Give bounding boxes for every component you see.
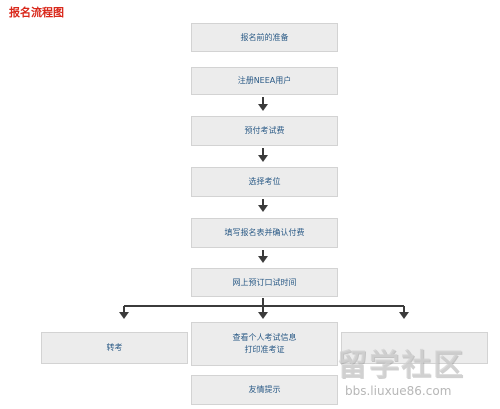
branch-label-line2: 打印准考证: [244, 345, 285, 354]
branch-transfer-exam: 转考: [41, 332, 188, 364]
step-label: 报名前的准备: [240, 32, 289, 42]
step-label: 注册NEEA用户: [237, 76, 292, 85]
arrow-down-icon: [258, 199, 268, 212]
step-select-seat: 选择考位: [191, 167, 338, 197]
step-prepay-fee: 预付考试费: [191, 116, 338, 146]
branch-label: 转考: [106, 343, 123, 352]
arrow-down-icon: [258, 148, 268, 162]
step-label: 网上预订口试时间: [232, 277, 297, 287]
step-label: 填写报名表并确认付费: [224, 228, 305, 237]
step-prepare: 报名前的准备: [191, 23, 338, 52]
step-label: 预付考试费: [244, 126, 285, 135]
step-book-oral-test: 网上预订口试时间: [191, 268, 338, 297]
step-fill-form-confirm-pay: 填写报名表并确认付费: [191, 218, 338, 248]
branch-connector: [119, 298, 409, 319]
step-label: 选择考位: [248, 177, 281, 186]
branch-right: [341, 332, 488, 364]
arrow-down-icon: [258, 250, 268, 263]
branch-view-info-print-ticket: 查看个人考试信息 打印准考证: [191, 322, 338, 366]
branch-friendly-tips: 友情提示: [191, 375, 338, 405]
step-register-neea: 注册NEEA用户: [191, 67, 338, 95]
diagram-title: 报名流程图: [9, 6, 64, 19]
branch-label: 友情提示: [248, 385, 281, 394]
branch-label-line1: 查看个人考试信息: [232, 333, 297, 342]
arrow-down-icon: [258, 97, 268, 111]
